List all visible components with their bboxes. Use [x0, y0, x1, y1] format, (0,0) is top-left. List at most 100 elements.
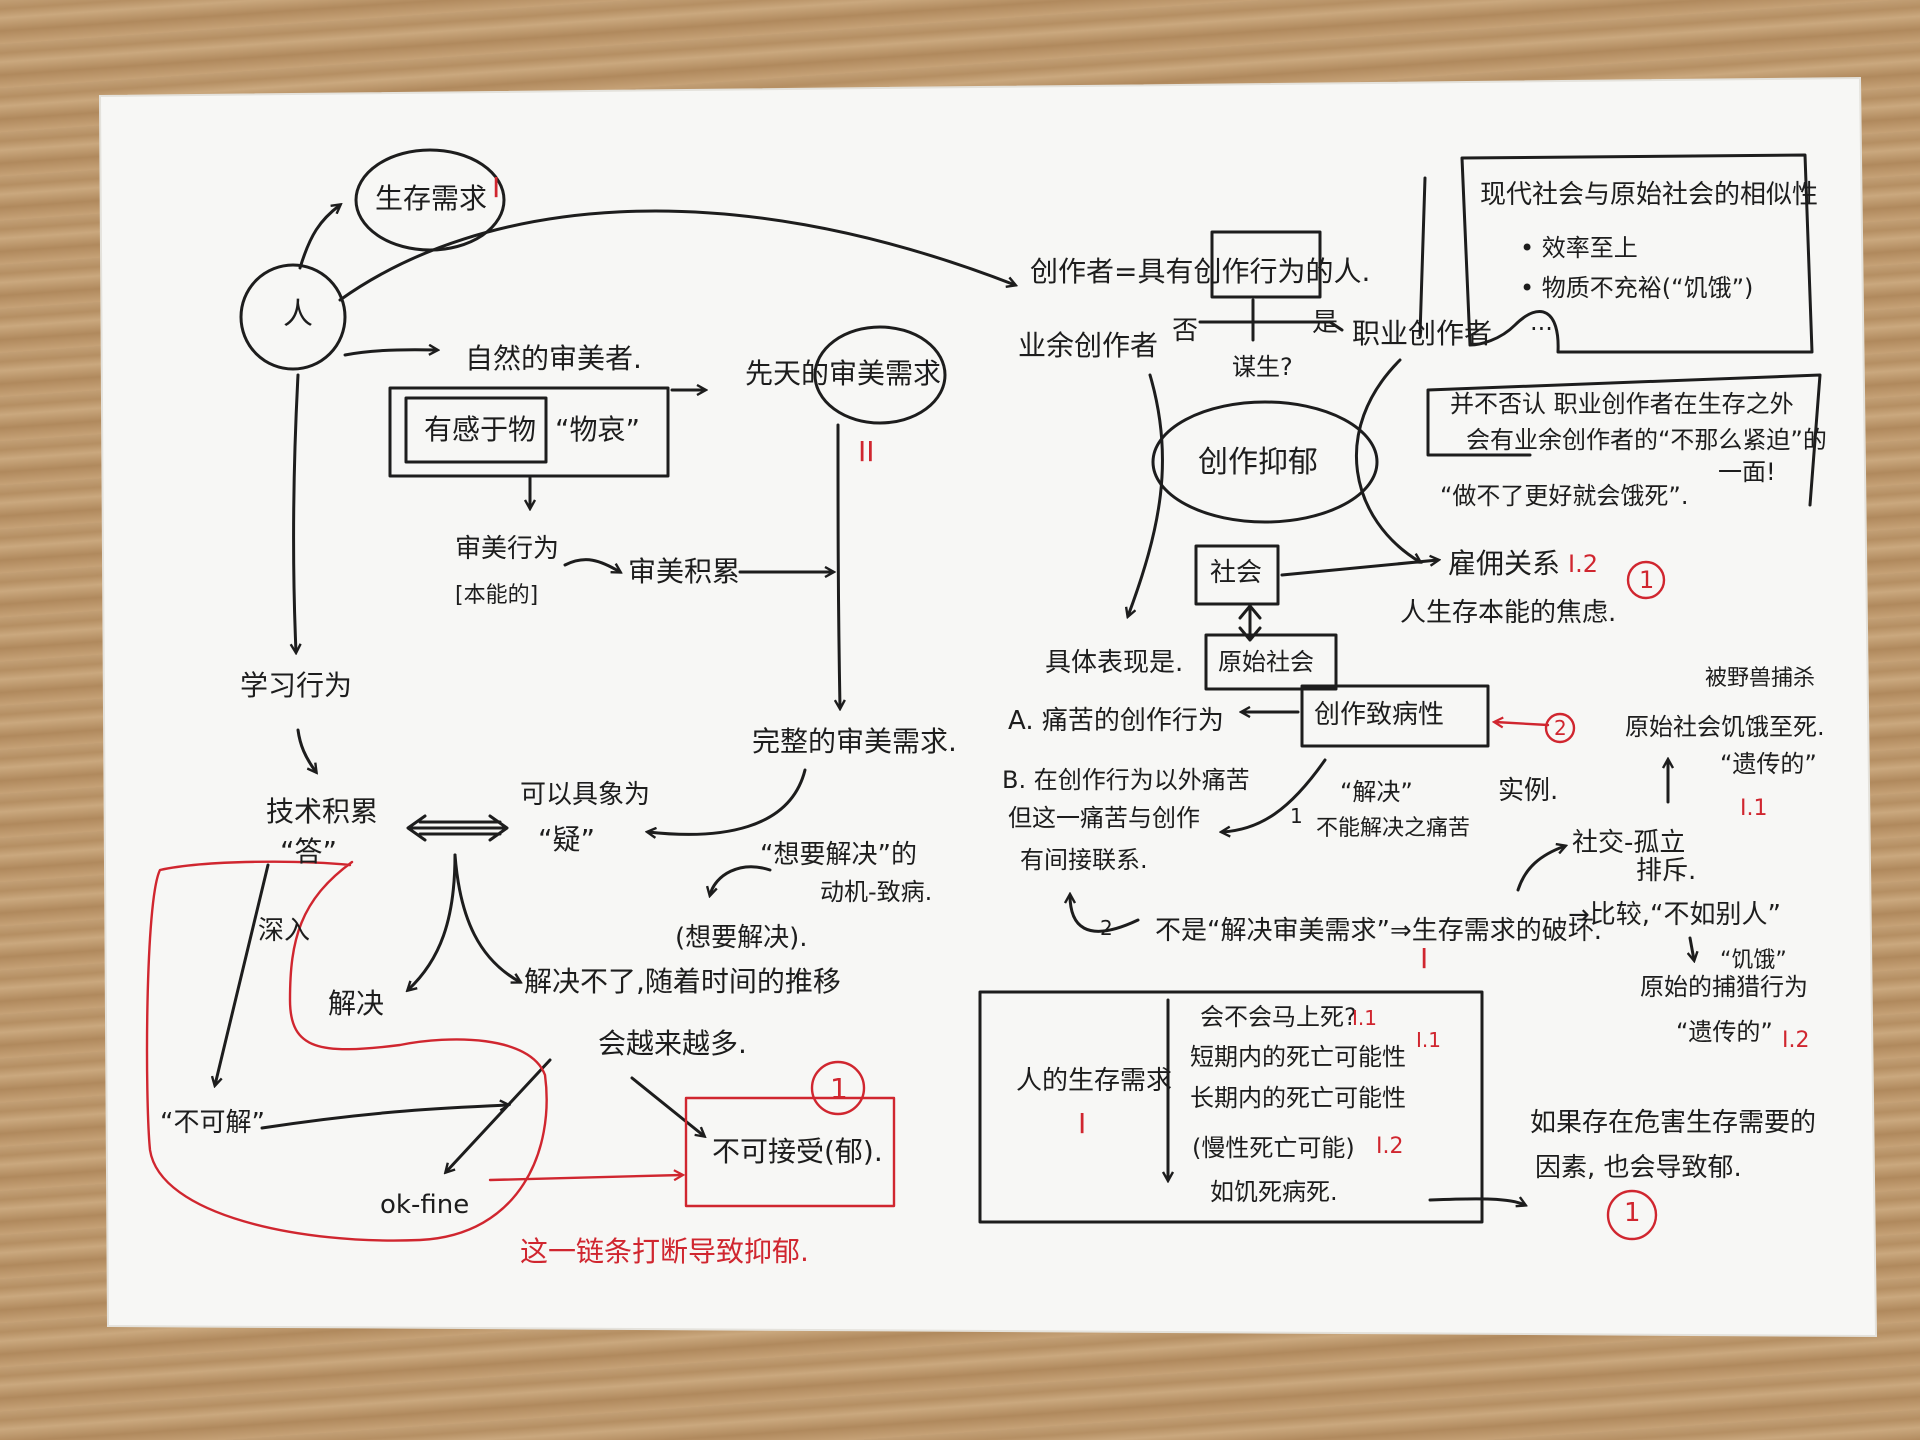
survival-needs-box — [978, 990, 1484, 1224]
double-arrow-tech-question — [406, 814, 509, 842]
not-deny-line-3: 一面! — [1718, 458, 1776, 486]
creator-split-line — [1198, 298, 1332, 342]
if-factor-line-2: 因素, 也会导致郁. — [1535, 1153, 1742, 1183]
survival-anxiety-label: 人生存本能的焦虑. — [1400, 598, 1617, 628]
want-solve-label: (想要解决). — [675, 923, 808, 953]
no-label: 否 — [1172, 316, 1199, 346]
pathogenic-red-circle — [1544, 712, 1576, 744]
hereditary-2-label: “遗传的” — [1676, 1018, 1773, 1046]
learning-behavior-label: 学习行为 — [240, 669, 353, 702]
arrow-learning-to-tech — [296, 728, 316, 772]
feel-object-box-outer — [388, 386, 670, 478]
red-circle-1-ring — [810, 1060, 866, 1116]
pain-outside-b3: 有间接联系. — [1020, 846, 1148, 874]
short-death-label: 短期内的死亡可能性 — [1190, 1043, 1406, 1071]
society-box — [1194, 544, 1280, 606]
not-deny-box — [1426, 373, 1822, 507]
pain-outside-b2: 但这一痛苦与创作 — [1008, 804, 1200, 832]
chronic-death-label: (慢性死亡可能) — [1192, 1134, 1355, 1162]
innate-need-ellipse — [813, 325, 947, 425]
society-label: 社会 — [1210, 558, 1263, 588]
person-circle — [239, 263, 347, 371]
painful-creation-label: A. 痛苦的创作行为 — [1008, 706, 1224, 736]
if-factor-line-1: 如果存在危害生存需要的 — [1530, 1108, 1817, 1138]
die-now-label: 会不会马上死? — [1200, 1003, 1357, 1031]
arrow-to-more-text — [1070, 895, 1140, 933]
primitive-society-box — [1204, 633, 1338, 691]
primitive-starve-label: 原始社会饥饿至死. — [1625, 713, 1825, 741]
not-deny-line-1: 并不否认 职业创作者在生存之外 — [1450, 390, 1794, 418]
arrow-to-hunting — [1690, 936, 1694, 960]
arrow-cross-down — [446, 1058, 552, 1172]
red-line-okfine — [488, 1175, 682, 1182]
cannot-solve-pain-label: 不能解决之痛苦 — [1316, 816, 1471, 841]
hereditary-2-mark: I.2 — [1782, 1028, 1810, 1053]
professional-creator-label: 职业创作者 — [1352, 317, 1493, 350]
arrow-society-to-employment — [1280, 560, 1438, 577]
short-death-mark: I.1 — [1416, 1028, 1441, 1052]
feel-object-label: 有感于物 — [424, 413, 537, 446]
arrow-person-to-creator — [338, 209, 1015, 302]
double-arrow-tech-question-2 — [418, 820, 502, 836]
can-be-concretized-label: 可以具象为 — [520, 780, 651, 810]
example-label: 实例. — [1498, 776, 1559, 806]
creator-def-label: 创作者=具有创作行为的人. — [1030, 255, 1371, 288]
arrow-incomprehensible-to-right — [260, 1105, 508, 1130]
hunger-quote-label: “饥饿” — [1720, 948, 1787, 973]
modern-box-item-3: ... — [1530, 308, 1553, 336]
instinctive-label: [本能的] — [455, 583, 539, 608]
if-factor-circle-label: 1 — [1624, 1198, 1641, 1228]
tech-accumulation-label: 技术积累 — [266, 795, 379, 828]
modern-box-item-1: • 效率至上 — [1520, 234, 1638, 262]
num-1-label: 1 — [1290, 804, 1303, 828]
arrow-to-professional — [1328, 320, 1344, 332]
more-and-more-label: 会越来越多. — [598, 1027, 747, 1060]
arrow-person-to-survival — [298, 205, 340, 270]
motive-cause-label: 动机-致病. — [820, 878, 933, 906]
arrow-answer-to-incomprehensible — [215, 863, 270, 1085]
survival-box-mark: I — [1078, 1107, 1087, 1140]
unsolvable-label: 解决不了,随着时间的推移 — [524, 965, 841, 998]
natural-aesthete-label: 自然的审美者. — [465, 342, 642, 375]
not-deny-line-2: 会有业余创作者的“不那么紧迫”的 — [1466, 426, 1827, 454]
pain-outside-b1: B. 在创作行为以外痛苦 — [1002, 766, 1250, 794]
arrow-pathogenic-to-b — [1222, 758, 1327, 832]
innate-need-mark: II — [858, 435, 875, 468]
not-aesthetic-label: 不是“解决审美需求”⇒生存需求的破坏. — [1155, 916, 1602, 946]
arrow-complete-to-question — [648, 768, 807, 834]
arrow-question-to-unsolvable — [453, 853, 520, 982]
want-solve-motive-label: “想要解决”的 — [760, 840, 917, 870]
chronic-death-mark: I.2 — [1376, 1134, 1404, 1159]
person-label: 人 — [283, 297, 313, 332]
long-death-label: 长期内的死亡可能性 — [1190, 1084, 1406, 1112]
modern-box-title: 现代社会与原始社会的相似性 — [1480, 180, 1819, 210]
deep-label: 深入 — [258, 916, 311, 946]
arrow-red-to-pathogenic — [1495, 722, 1550, 725]
employment-label: 雇佣关系 — [1448, 547, 1561, 580]
primitive-society-label: 原始社会 — [1218, 648, 1314, 676]
hereditary-1-mark: I.1 — [1740, 796, 1768, 821]
arrow-question-to-solve — [408, 853, 457, 990]
employment-circle-ring — [1626, 560, 1666, 600]
curve-amateur-to-manifest — [1128, 373, 1164, 616]
unacceptable-label: 不可接受(郁). — [712, 1135, 883, 1168]
aesthetic-behavior-label: 审美行为 — [455, 534, 560, 564]
complete-need-label: 完整的审美需求. — [752, 725, 957, 758]
aesthetic-accumulation-label: 审美积累 — [628, 555, 741, 588]
creative-depression-label: 创作抑郁 — [1198, 445, 1318, 480]
factor-circle-ring — [1606, 1189, 1658, 1241]
arrow-behavior-to-accumulation — [563, 558, 620, 572]
ok-fine-label: ok-fine — [380, 1190, 470, 1220]
arrow-innate-to-complete — [838, 423, 840, 708]
die-now-mark: I.1 — [1352, 1006, 1377, 1030]
answer-label: “答” — [280, 835, 338, 868]
modern-society-box — [1460, 153, 1814, 354]
unacceptable-red-box — [684, 1096, 896, 1208]
yes-label: 是 — [1312, 308, 1339, 338]
not-aesthetic-mark: I — [1420, 942, 1429, 975]
exclusion-label: 排斥. — [1636, 856, 1697, 886]
arrow-person-to-aesthete — [343, 350, 437, 357]
red-loop — [145, 860, 548, 1242]
employment-mark: I.2 — [1568, 550, 1598, 578]
creative-depression-ellipse — [1151, 400, 1379, 524]
